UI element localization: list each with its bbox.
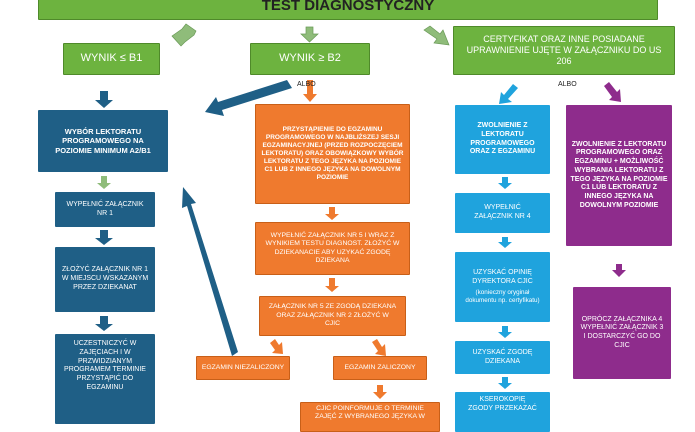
arrow-zal4-to-opinia <box>498 237 512 248</box>
zal5-zal2-box: ZAŁĄCZNIK NR 5 ZE ZGODĄ DZIEKANA ORAZ ZA… <box>259 296 406 336</box>
arrow-purple-to-oprocz <box>612 264 626 277</box>
oprocz-text: OPRÓCZ ZAŁĄCZNIKA 4 WYPEŁNIĆ ZAŁĄCZNIK 3… <box>580 315 664 349</box>
zalacznik1-text: WYPEŁNIĆ ZAŁĄCZNIK NR 1 <box>66 200 144 217</box>
arrow-title-to-b1 <box>171 23 197 47</box>
zlozyc-text: ZŁOŻYĆ ZAŁĄCZNIK NR 1 W MIEJSCU WSKAZANY… <box>61 266 149 291</box>
arrows-layer <box>95 23 626 399</box>
certyfikat-box: CERTYFIKAT ORAZ INNE POSIADANE UPRAWNIEN… <box>453 26 675 75</box>
arrow-title-to-b2 <box>300 26 319 43</box>
zwolnienie-text: ZWOLNIENIE Z LEKTORATU PROGRAMOWEGO ORAZ… <box>469 122 536 156</box>
oprocz-box: OPRÓCZ ZAŁĄCZNIKA 4 WYPEŁNIĆ ZAŁĄCZNIK 3… <box>573 287 671 379</box>
purple-zwolnienie-box: ZWOLNIENIE Z LEKTORATU PROGRAMOWEGO ORAZ… <box>566 105 672 246</box>
wynik-b2-label: WYNIK ≥ B2 <box>279 52 341 65</box>
arrow-przystapienie-to-zal5 <box>325 207 339 220</box>
kserokopia-box: KSEROKOPIĘ ZGODY PRZEKAZAĆ <box>455 392 550 432</box>
zalacznik4-text: WYPEŁNIĆ ZAŁĄCZNIK NR 4 <box>474 204 531 220</box>
zgoda-dziekana-box: UZYSKAĆ ZGODĘ DZIEKANA <box>455 341 550 374</box>
zalacznik5-box: WYPEŁNIĆ ZAŁĄCZNIK NR 5 I WRAZ Z WYNIKIE… <box>255 222 410 275</box>
arrow-wybor-to-zal1 <box>97 176 111 189</box>
title-text: TEST DIAGNOSTYCZNY <box>261 0 435 15</box>
arrow-to-zaliczony <box>372 339 386 356</box>
arrow-zlozyc-to-uczestniczyc <box>95 316 113 331</box>
egzamin-niezaliczony-box: EGZAMIN NIEZALICZONY <box>196 356 290 380</box>
wynik-b1-box: WYNIK ≤ B1 <box>63 43 160 75</box>
cjic-informacja-text: CJIC POINFORMUJE O TERMINIE ZAJĘĆ Z WYBR… <box>315 405 425 421</box>
albo-label-left: ALBO <box>297 81 316 88</box>
title-box: TEST DIAGNOSTYCZNY <box>38 0 658 20</box>
arrow-zwolnienie-to-zal4 <box>498 177 512 189</box>
wybor-lektoratu-text: WYBÓR LEKTORATU PROGRAMOWEGO NA POZIOMIE… <box>55 126 151 155</box>
egzamin-zaliczony-text: EGZAMIN ZALICZONY <box>344 363 416 371</box>
uczestniczyc-text: UCZESTNICZYĆ W ZAJĘCIACH I W PRZWIDZIANY… <box>64 340 146 391</box>
przystapienie-text: PRZYSTĄPIENIE DO EGZAMINU PROGRAMOWEGO W… <box>261 125 404 182</box>
zgoda-dziekana-text: UZYSKAĆ ZGODĘ DZIEKANA <box>472 348 533 365</box>
opinia-title-text: UZYSKAĆ OPINIĘ DYREKTORA CJIC <box>472 268 533 285</box>
arrow-zal5-to-zal5zal2 <box>325 278 339 292</box>
arrow-certyfikat-to-zwolnienie <box>499 84 518 104</box>
arrow-zal1-to-zlozyc <box>95 230 113 245</box>
zalacznik1-box: WYPEŁNIĆ ZAŁĄCZNIK NR 1 <box>55 192 155 227</box>
opinia-note-text: (konieczny oryginał dokumentu np. certyf… <box>465 289 540 305</box>
arrow-b2-to-przystapienie <box>303 80 317 102</box>
purple-zwolnienie-text: ZWOLNIENIE Z LEKTORATU PROGRAMOWEGO ORAZ… <box>570 140 668 209</box>
przystapienie-box: PRZYSTĄPIENIE DO EGZAMINU PROGRAMOWEGO W… <box>255 104 410 204</box>
zlozyc-box: ZŁOŻYĆ ZAŁĄCZNIK NR 1 W MIEJSCU WSKAZANY… <box>55 247 155 312</box>
arrow-opinia-to-zgoda <box>498 326 512 338</box>
arrow-b2-to-wybor <box>205 80 292 116</box>
zal5-zal2-text: ZAŁĄCZNIK NR 5 ZE ZGODĄ DZIEKANA ORAZ ZA… <box>268 303 397 328</box>
kserokopia-text: KSEROKOPIĘ ZGODY PRZEKAZAĆ <box>468 396 537 412</box>
zwolnienie-box: ZWOLNIENIE Z LEKTORATU PROGRAMOWEGO ORAZ… <box>455 105 550 174</box>
arrow-b1-to-wybor <box>95 91 113 108</box>
arrow-zaliczony-to-cjic <box>373 385 387 399</box>
wynik-b1-label: WYNIK ≤ B1 <box>80 52 143 65</box>
arrow-niezaliczony-to-wybor <box>182 187 238 356</box>
albo-label-right: ALBO <box>558 81 577 88</box>
arrow-title-to-certyfikat <box>423 25 450 46</box>
arrow-to-niezaliczony <box>270 339 283 354</box>
wybor-lektoratu-box: WYBÓR LEKTORATU PROGRAMOWEGO NA POZIOMIE… <box>38 110 168 172</box>
opinia-box: UZYSKAĆ OPINIĘ DYREKTORA CJIC (konieczny… <box>455 252 550 322</box>
wynik-b2-box: WYNIK ≥ B2 <box>250 43 370 75</box>
zalacznik4-box: WYPEŁNIĆ ZAŁĄCZNIK NR 4 <box>455 193 550 233</box>
uczestniczyc-box: UCZESTNICZYĆ W ZAJĘCIACH I W PRZWIDZIANY… <box>55 334 155 424</box>
certyfikat-label: CERTYFIKAT ORAZ INNE POSIADANE UPRAWNIEN… <box>466 33 662 67</box>
arrow-zgoda-to-kserokopia <box>498 377 512 389</box>
zalacznik5-text: WYPEŁNIĆ ZAŁĄCZNIK NR 5 I WRAZ Z WYNIKIE… <box>265 231 400 264</box>
arrow-certyfikat-to-purple <box>604 82 621 102</box>
egzamin-zaliczony-box: EGZAMIN ZALICZONY <box>333 356 427 380</box>
cjic-informacja-box: CJIC POINFORMUJE O TERMINIE ZAJĘĆ Z WYBR… <box>300 402 440 432</box>
egzamin-niezaliczony-text: EGZAMIN NIEZALICZONY <box>201 363 285 371</box>
